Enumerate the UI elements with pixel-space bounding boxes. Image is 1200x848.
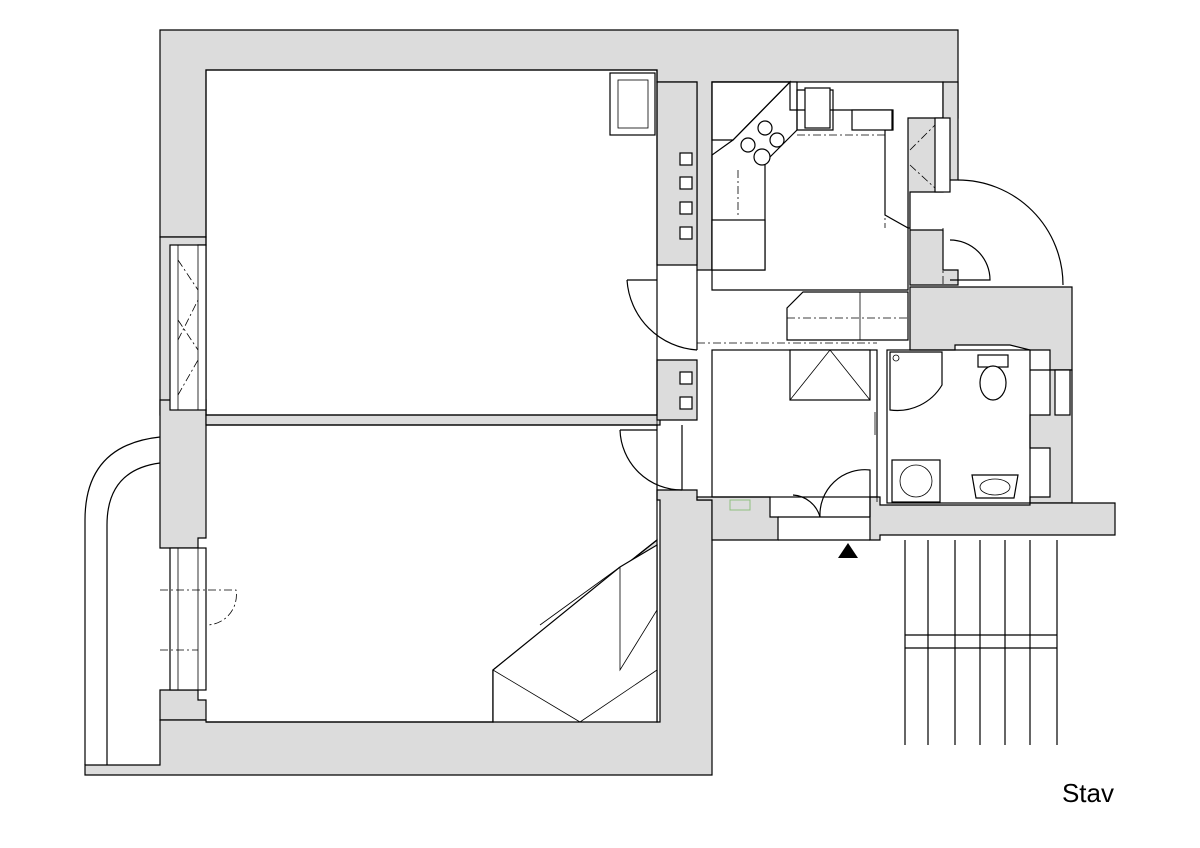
kitchen-counter [711,80,909,291]
shower [889,351,943,412]
door-balcony [942,179,1064,287]
kitchen-table [786,291,909,341]
window-kitchen [909,117,951,193]
wall-room-divider [205,414,661,426]
door-entrance [778,469,871,541]
staircase [904,540,1058,745]
bathroom [874,349,1031,504]
room-upper-bedroom [205,69,658,416]
wall-left-middle [159,399,207,549]
door-upper-bedroom [626,265,877,360]
toilet [977,354,1009,401]
wardrobe-hall [789,349,871,401]
fireplace [609,72,656,136]
wardrobe-lower-bedroom [492,543,658,723]
wall-bath-bottom [869,496,1116,541]
window-bath [1054,369,1071,416]
entrance-arrow-icon [838,543,858,558]
wall-left-lower [159,689,207,721]
plan-label: Stav [1061,778,1114,808]
hall-mark [729,499,751,511]
washing-machine [891,459,941,503]
door-lower-bedroom [619,420,683,500]
vent-squares [679,152,693,410]
wall-partition-middle [656,359,698,421]
window-lower-left [160,547,237,691]
window-upper-left [169,244,207,411]
sink [971,474,1019,499]
curved-ramp [84,436,161,765]
